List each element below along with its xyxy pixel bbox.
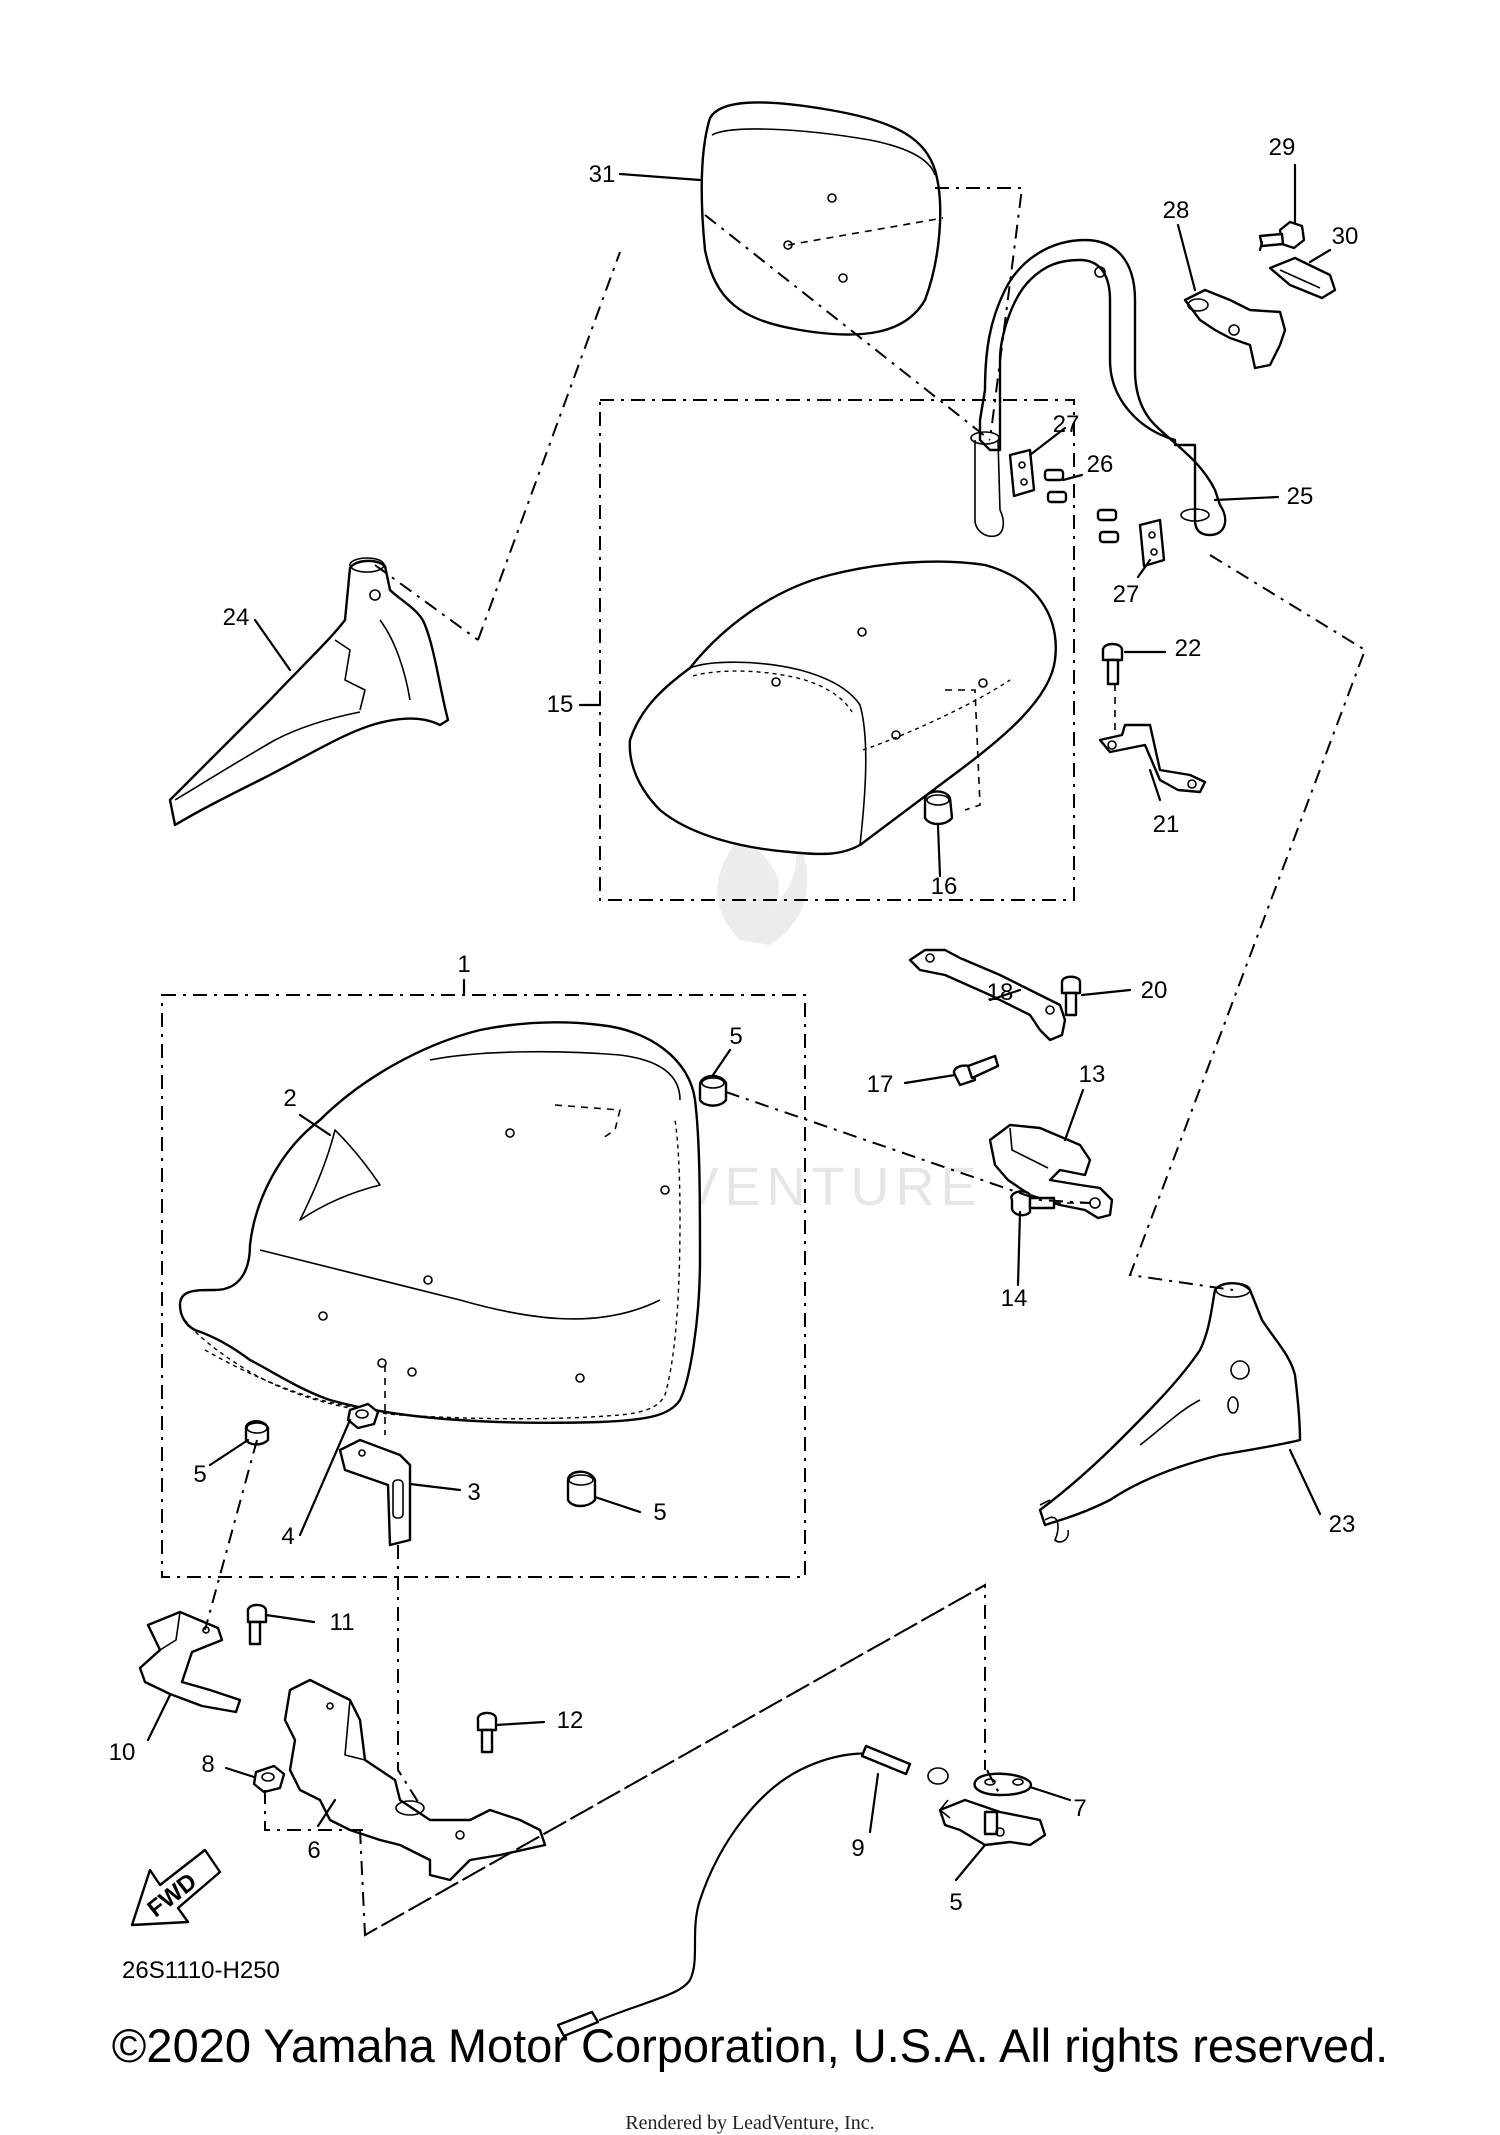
callouts: 31 29 28 30 27 26 25 27 24 22 15 21 16 1… — [109, 134, 1359, 1916]
callout-28: 28 — [1163, 197, 1190, 224]
callout-24: 24 — [223, 604, 250, 631]
callout-1: 1 — [457, 951, 470, 978]
callout-2: 2 — [283, 1085, 296, 1112]
part-22-bolt[interactable] — [1101, 642, 1124, 686]
callout-3: 3 — [467, 1479, 480, 1506]
part-18-bolt[interactable] — [952, 1054, 1000, 1087]
part-4-nut[interactable] — [346, 1402, 380, 1430]
part-27-bracket-left[interactable] — [1008, 448, 1036, 498]
part-19-bracket[interactable] — [908, 948, 1067, 1042]
diagram-code: 26S1110-H250 — [122, 1957, 280, 1984]
part-27-bracket-right[interactable] — [1138, 518, 1166, 568]
copyright-notice: ©2020 Yamaha Motor Corporation, U.S.A. A… — [111, 2019, 1389, 2072]
callout-7: 5 — [949, 1889, 962, 1916]
callout-5-bottom: 5 — [653, 1499, 666, 1526]
part-3-bracket[interactable] — [338, 1438, 412, 1547]
callout-12: 11 — [330, 1609, 355, 1636]
callout-13: 12 — [557, 1707, 584, 1734]
callout-25: 25 — [1287, 483, 1314, 510]
callout-17: 16 — [931, 873, 958, 900]
part-5-grommet-b[interactable] — [244, 1420, 270, 1446]
part-30-clip[interactable] — [1268, 256, 1337, 300]
part-21-bracket[interactable] — [1098, 723, 1207, 794]
part-17-grommet[interactable] — [923, 790, 954, 826]
callout-15: 14 — [1001, 1285, 1028, 1312]
part-28-clamp[interactable] — [1183, 288, 1287, 370]
callout-23: 23 — [1329, 1511, 1356, 1538]
callout-10: 9 — [851, 1835, 864, 1862]
callout-21: 21 — [1153, 811, 1180, 838]
callout-8: 7 — [1073, 1795, 1086, 1822]
callout-27-top: 27 — [1053, 411, 1080, 438]
callout-11: 10 — [109, 1739, 136, 1766]
part-31-backrest-pad[interactable] — [700, 101, 944, 336]
callout-29: 29 — [1269, 134, 1296, 161]
callout-19: 18 — [987, 979, 1014, 1006]
callout-6: 6 — [307, 1837, 320, 1864]
callout-26: 26 — [1087, 451, 1114, 478]
callout-5-left: 5 — [193, 1461, 206, 1488]
guide-lines — [204, 187, 1367, 1937]
callout-18: 17 — [867, 1071, 894, 1098]
part-5-grommet-c[interactable] — [566, 1470, 597, 1508]
part-23-cover-right[interactable] — [1038, 1282, 1302, 1543]
part-24-cover-left[interactable] — [168, 557, 450, 827]
callout-27-bottom: 27 — [1113, 581, 1140, 608]
callout-20: 20 — [1141, 977, 1168, 1004]
part-13-bolt[interactable] — [476, 1711, 498, 1754]
part-5-grommet-a[interactable] — [698, 1074, 728, 1107]
callout-31: 31 — [589, 161, 616, 188]
callout-9: 8 — [201, 1751, 214, 1778]
callout-16: 15 — [547, 691, 574, 718]
part-16-passenger-seat[interactable] — [599, 399, 1075, 901]
part-20-bolt[interactable] — [1060, 975, 1082, 1017]
part-10-cable[interactable] — [556, 1744, 949, 2038]
part-25-backrest-bar[interactable] — [970, 238, 1227, 538]
callout-4: 4 — [281, 1523, 294, 1550]
callout-14: 13 — [1079, 1061, 1106, 1088]
part-15-bolt[interactable] — [1010, 1190, 1056, 1217]
part-11-bracket[interactable] — [138, 1610, 242, 1714]
part-29-bolt[interactable] — [1258, 220, 1306, 250]
part-1-seat-assembly[interactable] — [161, 994, 806, 1578]
fwd-arrow: FWD — [130, 1848, 222, 1927]
part-7-lock[interactable] — [938, 1798, 1047, 1847]
part-8-plate[interactable] — [973, 1772, 1033, 1797]
rendered-by-credit: Rendered by LeadVenture, Inc. — [625, 2112, 875, 2134]
callout-5-top: 5 — [729, 1023, 742, 1050]
callout-22: 22 — [1175, 635, 1202, 662]
part-26-bolts[interactable] — [1043, 468, 1120, 544]
part-9-nut[interactable] — [252, 1764, 286, 1794]
part-12-bolt[interactable] — [246, 1603, 268, 1646]
part-6-lock-base[interactable] — [283, 1678, 547, 1882]
callout-30: 30 — [1332, 223, 1359, 250]
part-2-seat[interactable] — [178, 1021, 702, 1435]
leader-lines — [146, 163, 1332, 1882]
